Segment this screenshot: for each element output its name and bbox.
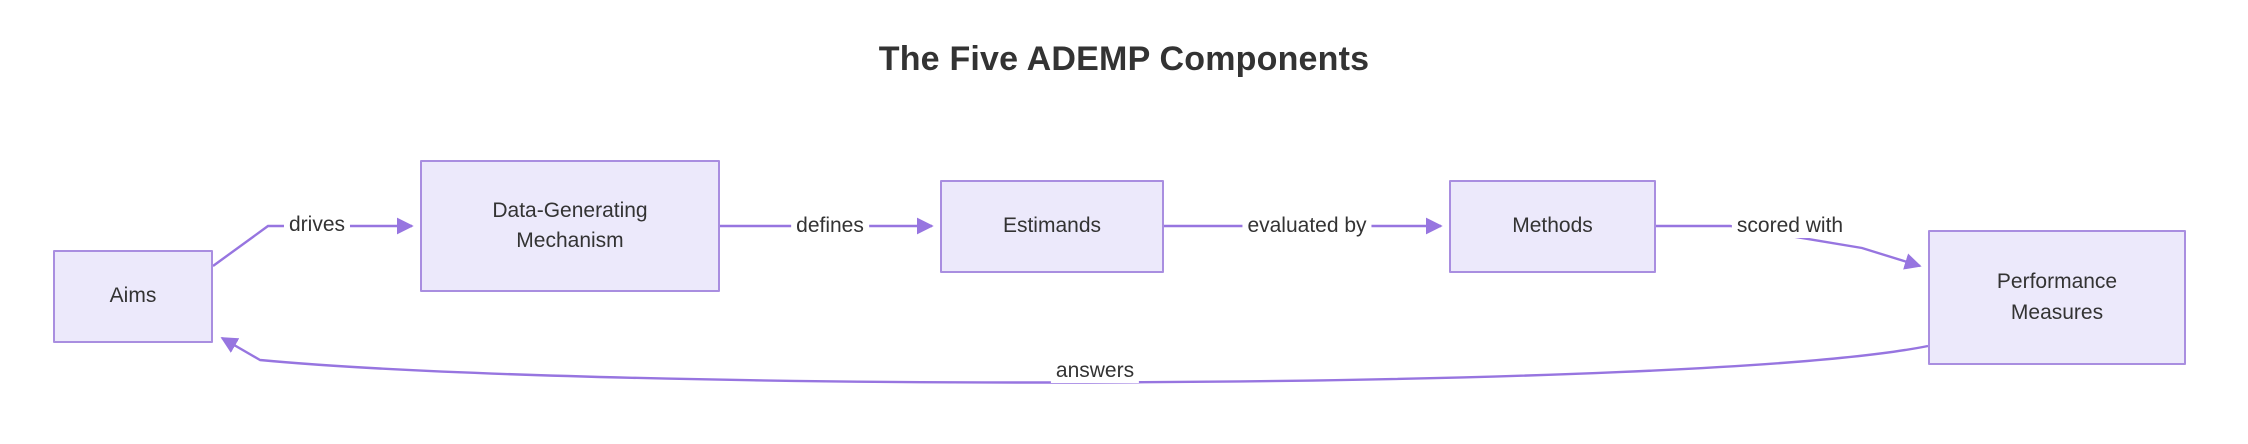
node-aims[interactable]: Aims bbox=[53, 250, 213, 343]
node-performance-measures[interactable]: Performance Measures bbox=[1928, 230, 2186, 365]
node-estimands-label: Estimands bbox=[1002, 214, 1102, 238]
diagram-title: The Five ADEMP Components bbox=[878, 40, 1370, 78]
edge-label-scored-with: scored with bbox=[1731, 214, 1849, 238]
edge-label-answers: answers bbox=[1050, 359, 1140, 383]
node-estimands[interactable]: Estimands bbox=[940, 180, 1164, 273]
node-aims-label: Aims bbox=[109, 284, 157, 308]
node-data-generating-mechanism-label: Data-Generating Mechanism bbox=[492, 198, 648, 252]
node-methods-label: Methods bbox=[1512, 214, 1593, 238]
node-data-generating-mechanism[interactable]: Data-Generating Mechanism bbox=[420, 160, 720, 292]
edge-label-evaluated-by: evaluated by bbox=[1242, 214, 1372, 238]
node-performance-measures-label: Performance Measures bbox=[1996, 270, 2118, 324]
edge-label-defines: defines bbox=[791, 214, 869, 238]
node-methods[interactable]: Methods bbox=[1449, 180, 1656, 273]
edge-label-drives: drives bbox=[283, 213, 351, 237]
